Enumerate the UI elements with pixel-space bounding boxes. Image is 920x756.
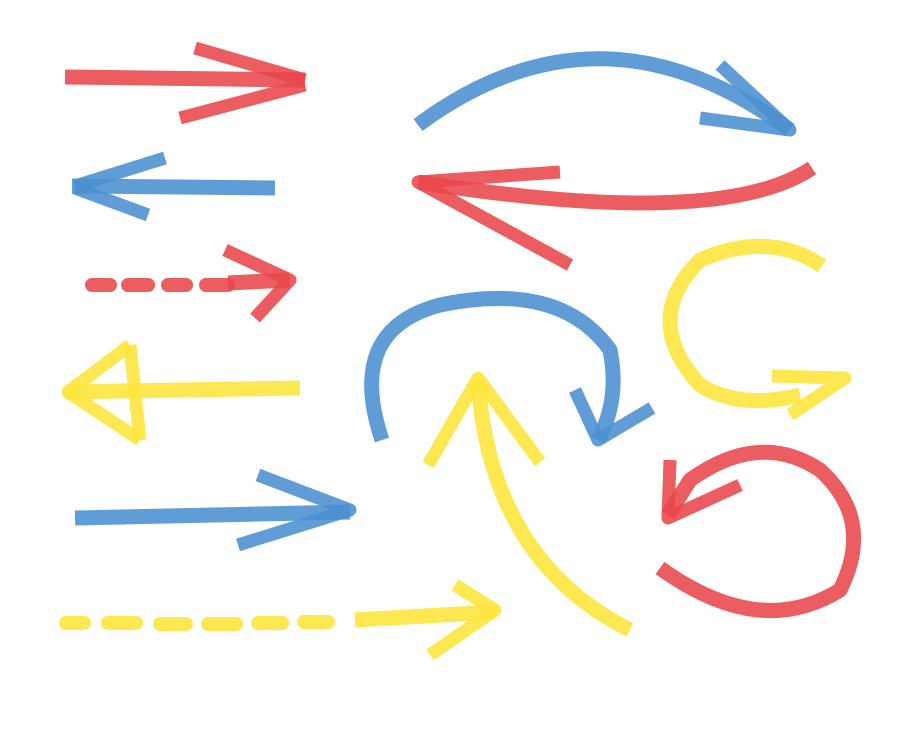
blue-arc-down-arrow-icon <box>364 290 656 447</box>
blue-arc-right-arrow-icon <box>413 51 797 137</box>
arrow-head <box>426 579 502 661</box>
arrow-head <box>123 344 147 441</box>
blue-left-arrow-icon <box>71 151 276 222</box>
blue-right-arrow-icon <box>74 468 357 552</box>
arrow-head <box>222 244 297 323</box>
arrow-head <box>193 41 307 87</box>
yellow-dashed-right-arrow-icon <box>59 579 502 661</box>
arrow-shaft <box>470 379 634 637</box>
arrow-head <box>411 165 574 271</box>
arrow-shaft <box>354 604 496 628</box>
arrow-shaft <box>64 69 306 88</box>
red-dashed-right-arrow-icon <box>85 244 297 323</box>
arrow-shaft <box>413 51 795 137</box>
arrow-shaft <box>74 504 351 526</box>
yellow-left-triangle-arrow-icon <box>61 339 301 446</box>
arrow-head <box>771 369 852 421</box>
arrow-head <box>73 151 167 193</box>
arrow-shaft <box>662 238 827 409</box>
arrow-head <box>422 371 546 469</box>
arrow-head <box>61 339 144 446</box>
arrow-head <box>236 468 357 552</box>
arrow-shaft <box>64 380 301 400</box>
arrow-shaft <box>364 290 621 444</box>
arrow-shaft <box>655 444 862 618</box>
red-loop-arrow-icon <box>655 444 862 618</box>
arrow-head <box>178 78 307 125</box>
yellow-curved-up-arrow-icon <box>422 371 634 637</box>
red-right-arrow-icon <box>64 41 307 125</box>
arrow-shaft <box>416 161 817 211</box>
yellow-loop-right-arrow-icon <box>662 238 852 421</box>
arrow-head <box>699 60 797 137</box>
arrow-head <box>569 387 656 447</box>
arrow-shaft <box>71 178 276 196</box>
arrow-head <box>72 181 151 222</box>
red-curved-left-arrow-icon <box>411 161 817 271</box>
arrow-head <box>661 459 743 525</box>
